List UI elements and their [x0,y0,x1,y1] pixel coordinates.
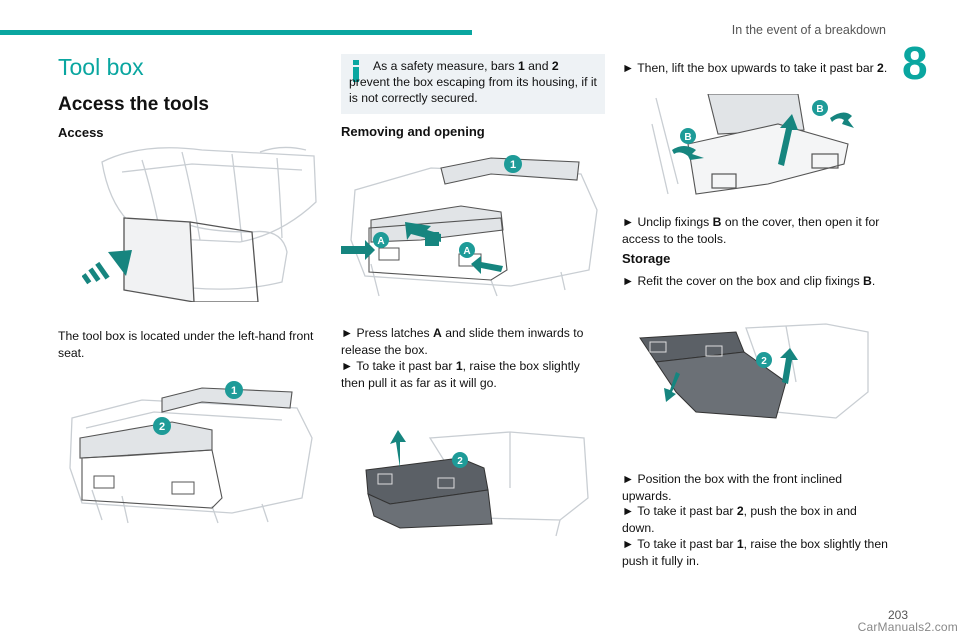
callout-A-right: A [463,246,470,257]
chapter-number: 8 [902,37,928,89]
page-number: 203 [887,608,908,622]
step-past-bar-2: ► To take it past bar 2, push the box in… [622,504,857,535]
access-text: The tool box is located under the left-h… [58,329,314,360]
callout-2: 2 [761,356,767,367]
lift-box-illustration: B B [651,94,854,195]
step-lift-box: ► Then, lift the box upwards to take it … [622,61,888,75]
section-heading: Access the tools [58,94,209,115]
step-position-box: ► Position the box with the front inclin… [622,472,843,503]
safety-note-text: As a safety measure, bars 1 and 2 preven… [349,59,597,105]
latches-illustration: 1 A A [341,155,598,297]
callout-A-left: A [377,236,384,247]
safety-note: As a safety measure, bars 1 and 2 preven… [341,54,605,114]
seat-illustration [82,146,317,302]
page-title: Tool box [58,54,144,80]
removing-heading: Removing and opening [341,124,485,139]
refit-box-illustration: 2 [639,323,869,419]
section-header: In the event of a breakdown [731,23,886,37]
watermark: CarManuals2.com [857,620,958,634]
step-push-fully-in: ► To take it past bar 1, raise the box s… [622,537,888,568]
step-press-latches: ► Press latches A and slide them inwards… [341,326,584,357]
storage-heading: Storage [622,251,671,266]
callout-1: 1 [231,385,237,397]
pull-box-illustration: 2 [365,430,589,537]
callout-2: 2 [457,456,463,467]
callout-B-left: B [684,132,691,143]
step-refit-cover: ► Refit the cover on the box and clip fi… [622,274,876,288]
callout-2: 2 [159,421,165,433]
box-bars-illustration: 1 2 [69,381,313,524]
callout-B-right: B [816,104,823,115]
header-accent-bar [0,30,472,35]
callout-1: 1 [510,159,516,171]
step-past-bar-1: ► To take it past bar 1, raise the box s… [341,359,580,390]
step-unclip-fixings: ► Unclip fixings B on the cover, then op… [622,215,880,246]
info-icon [353,60,359,82]
access-heading: Access [58,125,104,140]
